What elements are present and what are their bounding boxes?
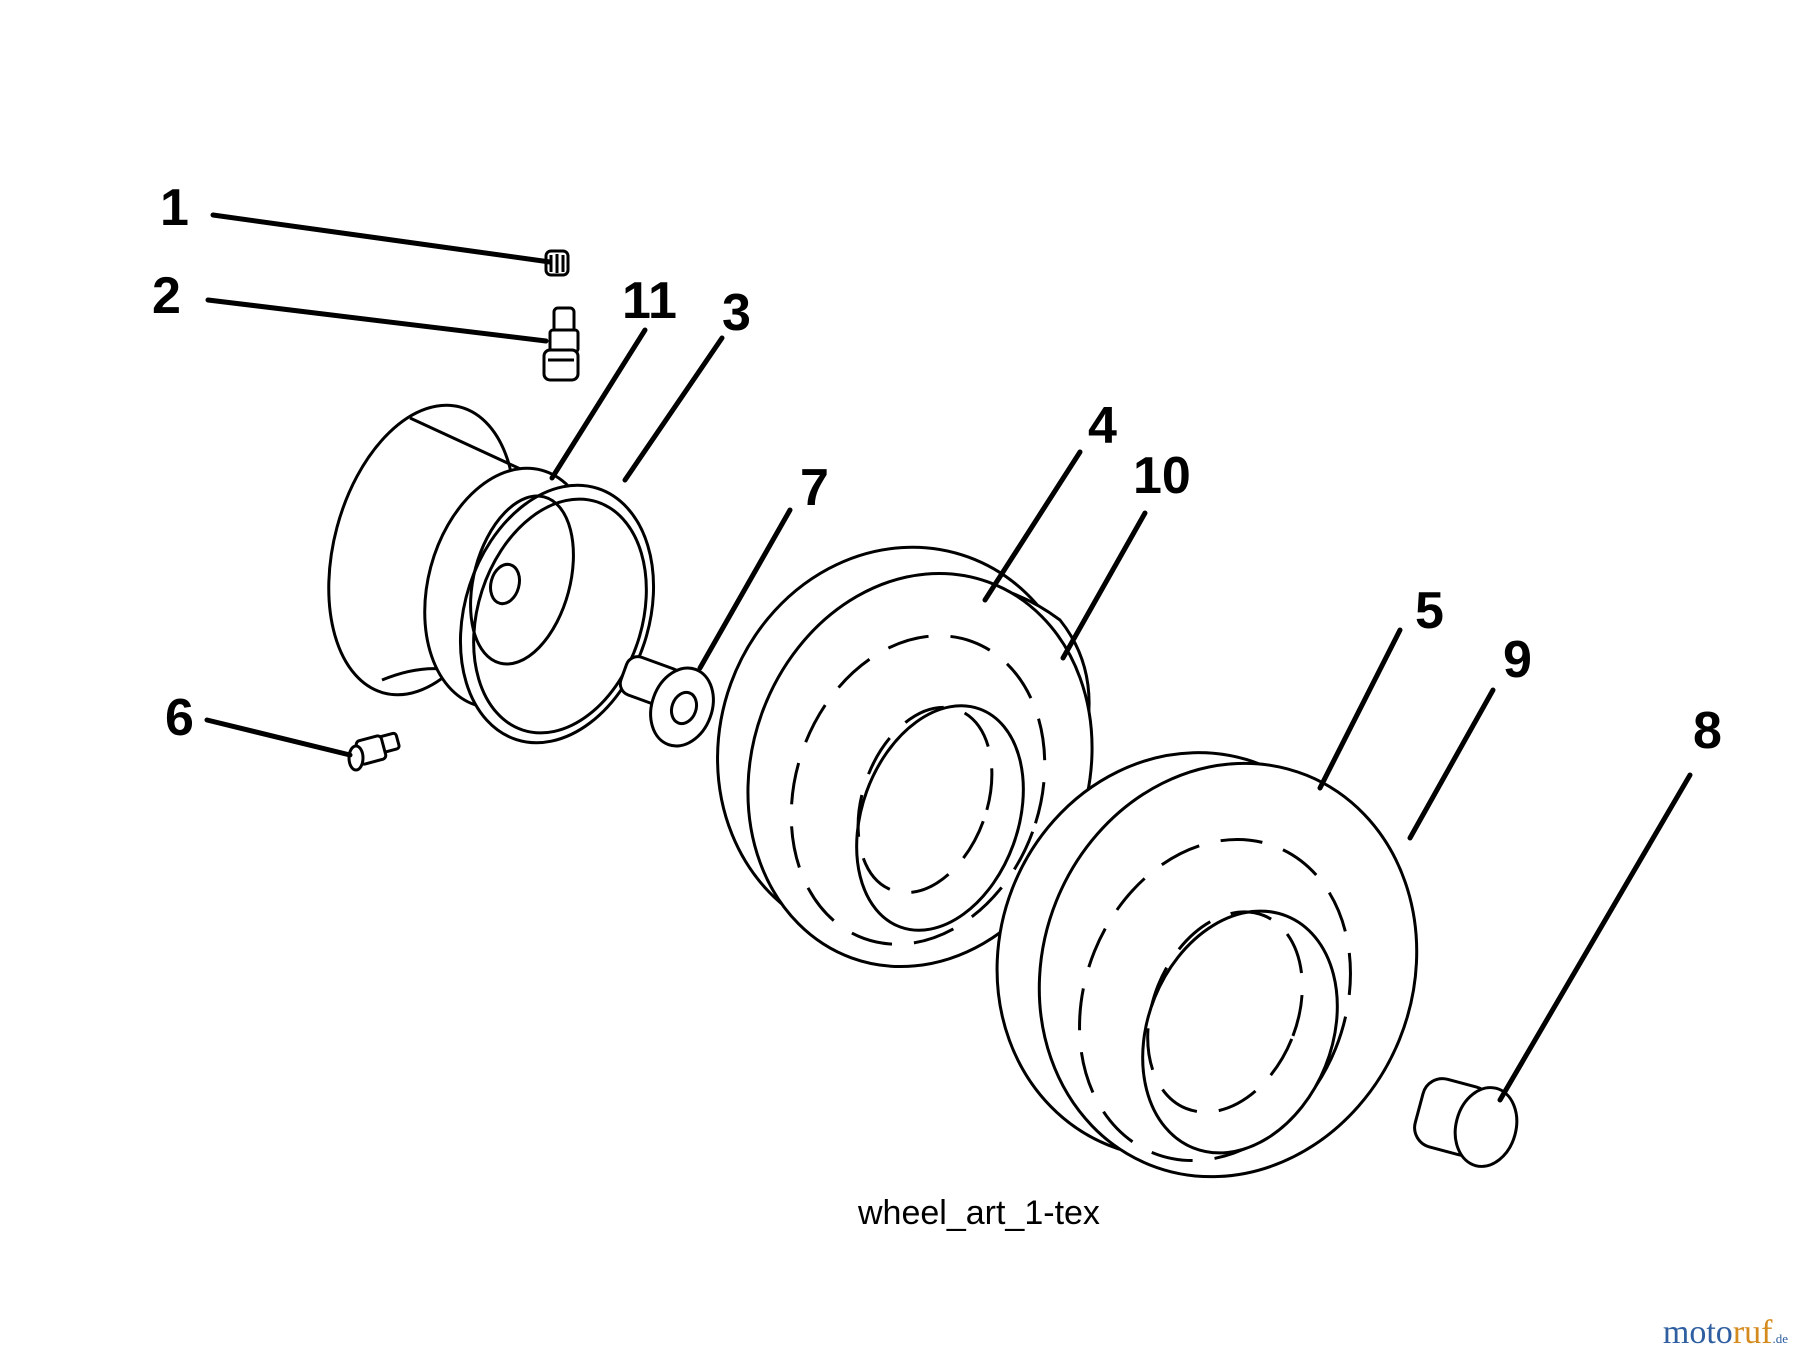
- part-bushing: [618, 655, 715, 748]
- part-valve-stem: [542, 306, 580, 382]
- leader-8: [1497, 772, 1693, 1103]
- watermark-logo: motoruf.de: [1663, 1314, 1788, 1352]
- leader-6: [204, 717, 353, 758]
- leader-9: [1407, 687, 1496, 841]
- watermark-suffix: .de: [1772, 1331, 1788, 1346]
- leader-7: [697, 507, 793, 671]
- callout-4: 4: [1088, 397, 1117, 455]
- callouts: 1 2 3 4 5 6 7 8 9 10 11: [152, 179, 1722, 760]
- watermark-part2: ruf: [1732, 1314, 1773, 1351]
- leader-4: [982, 449, 1083, 603]
- leader-10: [1060, 510, 1148, 661]
- diagram-caption: wheel_art_1-tex: [857, 1194, 1100, 1232]
- callout-6: 6: [165, 689, 194, 747]
- callout-8: 8: [1693, 702, 1722, 760]
- part-valve-cap: [544, 249, 570, 277]
- leader-lines: [204, 212, 1693, 1103]
- leader-3: [622, 335, 725, 483]
- part-rim: [327, 403, 656, 745]
- callout-5: 5: [1415, 582, 1444, 640]
- part-tire-front: [716, 545, 1094, 969]
- callout-3: 3: [722, 284, 751, 342]
- callout-1: 1: [160, 179, 189, 237]
- callout-9: 9: [1503, 631, 1532, 689]
- callout-10: 10: [1133, 447, 1191, 505]
- leader-11: [549, 327, 648, 481]
- callout-2: 2: [152, 267, 181, 325]
- watermark-part1: moto: [1662, 1314, 1733, 1351]
- part-tire-rear: [995, 751, 1419, 1179]
- callout-7: 7: [800, 459, 829, 517]
- leader-2: [205, 297, 549, 344]
- leader-1: [210, 212, 553, 265]
- part-screw: [347, 731, 401, 772]
- callout-11: 11: [622, 272, 677, 330]
- part-hub-cap: [1413, 1077, 1519, 1168]
- leader-5: [1317, 627, 1403, 791]
